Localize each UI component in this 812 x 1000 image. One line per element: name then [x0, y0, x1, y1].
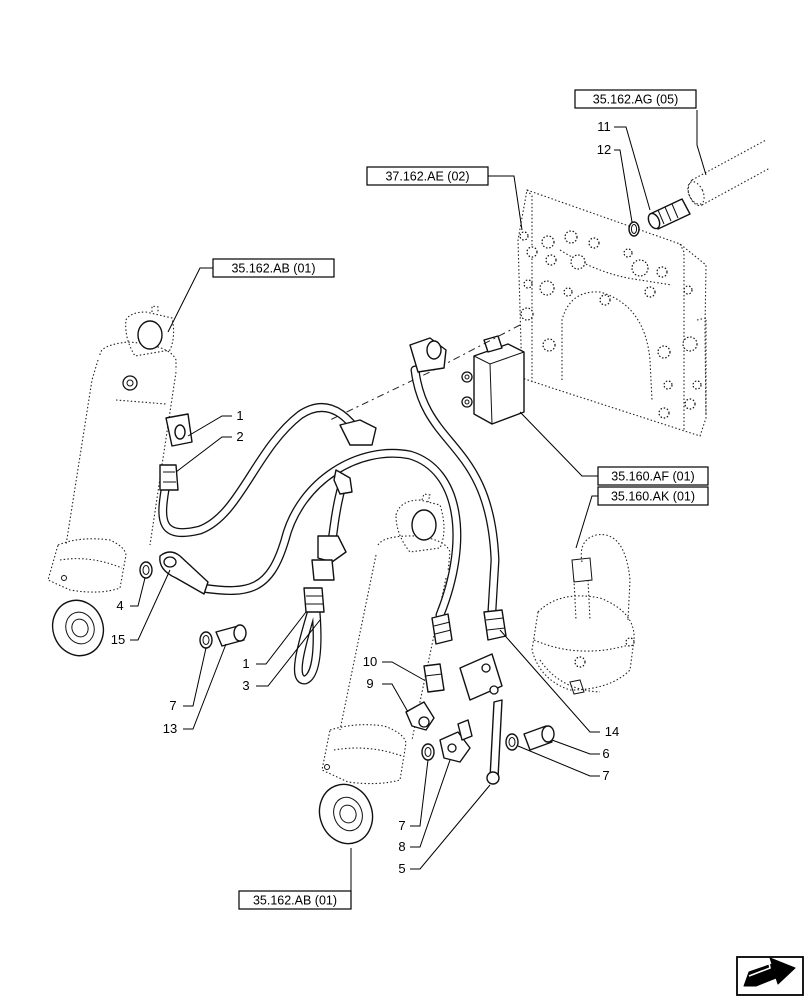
- o-ring-12: [628, 221, 640, 237]
- mounting-plate: [517, 189, 707, 437]
- reference-label: 35.162.AB (01): [231, 262, 315, 276]
- callout-8: 8: [398, 839, 405, 854]
- callout-11: 11: [597, 119, 611, 134]
- callout-7-middle: 7: [398, 818, 405, 833]
- bolt-13: [215, 624, 247, 647]
- hose-assembly-3: [293, 469, 353, 685]
- reference-label: 35.162.AG (05): [593, 93, 678, 107]
- reference-box-35-162-ag[interactable]: 35.162.AG (05): [574, 89, 697, 109]
- callout-5: 5: [398, 861, 405, 876]
- callout-7-right: 7: [602, 768, 609, 783]
- callout-numbers: 11 12 1 2 4 15 1 3 7 13 10 9 14 6 7 7 8 …: [111, 119, 619, 876]
- bolt-6: [523, 725, 555, 751]
- callout-15: 15: [111, 632, 125, 647]
- o-ring-7-mid: [421, 743, 435, 761]
- reference-box-35-160-af[interactable]: 35.160.AF (01): [597, 466, 709, 486]
- hose-assembly-2: [159, 448, 462, 645]
- callout-2: 2: [236, 429, 243, 444]
- reference-box-35-162-ab-bottom[interactable]: 35.162.AB (01): [238, 890, 352, 910]
- fitting-11: [647, 198, 691, 230]
- next-page-arrow-icon[interactable]: [736, 956, 804, 996]
- reference-label: 35.160.AF (01): [611, 470, 694, 484]
- pump-unit: [531, 534, 635, 695]
- reference-label: 35.160.AK (01): [611, 490, 695, 504]
- callout-1-upper: 1: [236, 408, 243, 423]
- o-ring-7-right: [505, 733, 519, 751]
- callout-4: 4: [116, 598, 123, 613]
- callout-7-left: 7: [169, 698, 176, 713]
- reference-box-37-162-ae[interactable]: 37.162.AE (02): [366, 166, 489, 186]
- fitting-9: [405, 701, 435, 731]
- callout-9: 9: [366, 676, 373, 691]
- callout-12: 12: [597, 142, 611, 157]
- callout-10: 10: [363, 654, 377, 669]
- valve-lever-5: [459, 653, 503, 785]
- leader-lines: [130, 110, 707, 900]
- reference-box-35-160-ak[interactable]: 35.160.AK (01): [597, 486, 709, 506]
- right-hydraulic-cylinder: [318, 493, 451, 845]
- left-hydraulic-cylinder: [47, 305, 177, 657]
- reference-box-35-162-ab-top[interactable]: 35.162.AB (01): [212, 258, 335, 278]
- reference-label: 37.162.AE (02): [385, 170, 469, 184]
- callout-6: 6: [602, 746, 609, 761]
- o-ring-7-left: [199, 631, 213, 649]
- reference-label: 35.162.AB (01): [253, 894, 337, 908]
- callout-3: 3: [242, 678, 249, 693]
- hose-assembly-1: [158, 403, 377, 538]
- fitting-10: [423, 663, 445, 693]
- valve-block: [329, 324, 525, 425]
- fitting-8: [439, 719, 473, 763]
- callout-13: 13: [163, 721, 177, 736]
- callout-14: 14: [605, 724, 619, 739]
- o-ring-4: [139, 561, 153, 579]
- hose-assembly-14: [409, 337, 507, 641]
- hose-top-right: [687, 139, 771, 207]
- callout-1-lower: 1: [242, 656, 249, 671]
